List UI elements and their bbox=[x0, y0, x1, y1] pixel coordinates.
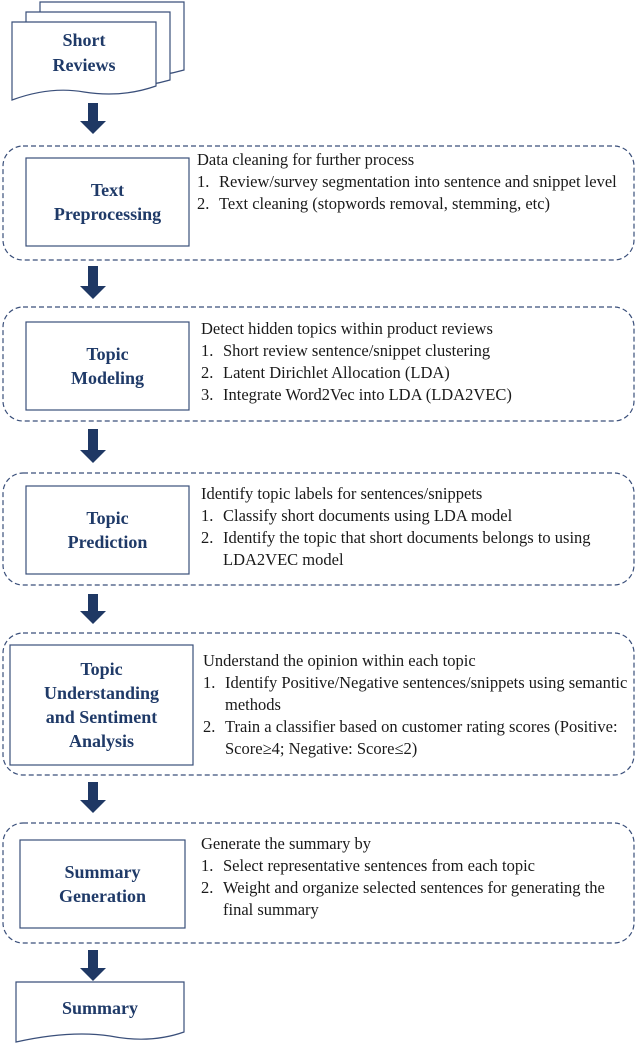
list-number: 1. bbox=[201, 341, 214, 360]
stage-3-label: Topic Prediction bbox=[26, 486, 189, 574]
list-number: 2. bbox=[201, 528, 214, 547]
input-document-label-line1: Short bbox=[62, 30, 106, 50]
list-text: Train a classifier based on customer rat… bbox=[225, 717, 618, 758]
stage-label-line: Preprocessing bbox=[53, 204, 162, 224]
stage-1-label: Text Preprocessing bbox=[26, 158, 189, 246]
stage-4-heading: Understand the opinion within each topic bbox=[203, 651, 476, 670]
arrow-1 bbox=[80, 103, 106, 134]
list-item: 2. Identify the topic that short document… bbox=[201, 527, 629, 571]
list-item: 1. Review/survey segmentation into senten… bbox=[197, 171, 629, 193]
list-number: 2. bbox=[201, 363, 214, 382]
stage-2-label: Topic Modeling bbox=[26, 322, 189, 410]
input-document-label: Short Reviews bbox=[12, 24, 156, 82]
list-text: Integrate Word2Vec into LDA (LDA2VEC) bbox=[223, 385, 512, 404]
stage-label-line: Topic bbox=[86, 344, 129, 364]
stage-3-container bbox=[2, 472, 635, 586]
stage-5-heading: Generate the summary by bbox=[201, 834, 371, 853]
stage-label-line: Modeling bbox=[70, 368, 144, 388]
output-document-label: Summary bbox=[62, 997, 138, 1018]
list-text: Identify the topic that short documents … bbox=[223, 528, 591, 569]
stage-5-list: 1. Select representative sentences from e… bbox=[201, 855, 629, 921]
list-number: 3. bbox=[201, 385, 214, 404]
list-text: Identify Positive/Negative sentences/sni… bbox=[225, 673, 628, 714]
list-item: 2. Train a classifier based on customer r… bbox=[203, 716, 629, 760]
stage-label-line: Understanding bbox=[43, 683, 160, 703]
arrow-3 bbox=[80, 429, 106, 463]
stage-3-list: 1. Classify short documents using LDA mod… bbox=[201, 505, 629, 571]
list-number: 1. bbox=[201, 856, 214, 875]
stage-4-label: Topic Understanding and Sentiment Analys… bbox=[10, 645, 193, 765]
stage-label-line: Text bbox=[90, 180, 125, 200]
list-item: 2. Text cleaning (stopwords removal, stem… bbox=[197, 193, 629, 215]
list-item: 3. Integrate Word2Vec into LDA (LDA2VEC) bbox=[201, 384, 629, 406]
stage-1-description: Data cleaning for further process 1. Revi… bbox=[197, 149, 629, 215]
list-text: Classify short documents using LDA model bbox=[223, 506, 513, 525]
stage-5-label-box bbox=[19, 839, 186, 929]
stage-1-heading: Data cleaning for further process bbox=[197, 150, 415, 169]
stage-label-line: Prediction bbox=[67, 532, 148, 552]
input-document-label-line2: Reviews bbox=[52, 55, 116, 75]
stage-2-label-box bbox=[25, 321, 190, 411]
stage-2-list: 1. Short review sentence/snippet clusteri… bbox=[201, 340, 629, 406]
stage-label-line: Generation bbox=[59, 886, 146, 906]
list-text: Weight and organize selected sentences f… bbox=[223, 878, 605, 919]
list-number: 2. bbox=[201, 878, 214, 897]
stage-1-container bbox=[2, 145, 635, 261]
stage-4-label-box bbox=[9, 644, 194, 766]
stage-4-list: 1. Identify Positive/Negative sentences/s… bbox=[203, 672, 629, 760]
list-item: 1. Classify short documents using LDA mod… bbox=[201, 505, 629, 527]
stage-2-heading: Detect hidden topics within product revi… bbox=[201, 319, 493, 338]
input-document-front bbox=[11, 21, 157, 101]
list-number: 1. bbox=[201, 506, 214, 525]
stage-label-line: Topic bbox=[86, 508, 129, 528]
list-number: 2. bbox=[197, 194, 210, 213]
stage-4-description: Understand the opinion within each topic… bbox=[203, 650, 629, 760]
stage-2-description: Detect hidden topics within product revi… bbox=[201, 318, 629, 406]
arrow-4 bbox=[80, 594, 106, 624]
stage-4-container bbox=[2, 632, 635, 776]
list-item: 1. Identify Positive/Negative sentences/s… bbox=[203, 672, 629, 716]
output-document-shape bbox=[15, 981, 185, 1043]
stage-label-line: Analysis bbox=[68, 731, 135, 751]
stage-5-label: Summary Generation bbox=[20, 840, 185, 928]
stage-3-label-box bbox=[25, 485, 190, 575]
stage-label-line: and Sentiment bbox=[45, 707, 158, 727]
stage-1-label-box bbox=[25, 157, 190, 247]
stage-3-heading: Identify topic labels for sentences/snip… bbox=[201, 484, 483, 503]
arrow-6 bbox=[80, 950, 106, 981]
arrow-2 bbox=[80, 266, 106, 299]
list-text: Select representative sentences from eac… bbox=[223, 856, 535, 875]
list-number: 1. bbox=[203, 673, 216, 692]
stage-5-container bbox=[2, 822, 635, 944]
stage-label-line: Topic bbox=[80, 659, 123, 679]
stage-3-description: Identify topic labels for sentences/snip… bbox=[201, 483, 629, 571]
stage-label-line: Summary bbox=[64, 862, 141, 882]
stage-5-description: Generate the summary by 1. Select represe… bbox=[201, 833, 629, 921]
input-document-stack bbox=[11, 1, 185, 101]
list-item: 2. Latent Dirichlet Allocation (LDA) bbox=[201, 362, 629, 384]
stage-2-container bbox=[2, 306, 635, 422]
stage-1-list: 1. Review/survey segmentation into senten… bbox=[197, 171, 629, 215]
list-number: 1. bbox=[197, 172, 210, 191]
arrow-5 bbox=[80, 782, 106, 813]
list-text: Text cleaning (stopwords removal, stemmi… bbox=[219, 194, 551, 213]
list-text: Short review sentence/snippet clustering bbox=[223, 341, 491, 360]
list-item: 1. Short review sentence/snippet clusteri… bbox=[201, 340, 629, 362]
list-text: Review/survey segmentation into sentence… bbox=[219, 172, 617, 191]
list-number: 2. bbox=[203, 717, 216, 736]
list-text: Latent Dirichlet Allocation (LDA) bbox=[223, 363, 450, 382]
list-item: 1. Select representative sentences from e… bbox=[201, 855, 629, 877]
list-item: 2. Weight and organize selected sentences… bbox=[201, 877, 629, 921]
